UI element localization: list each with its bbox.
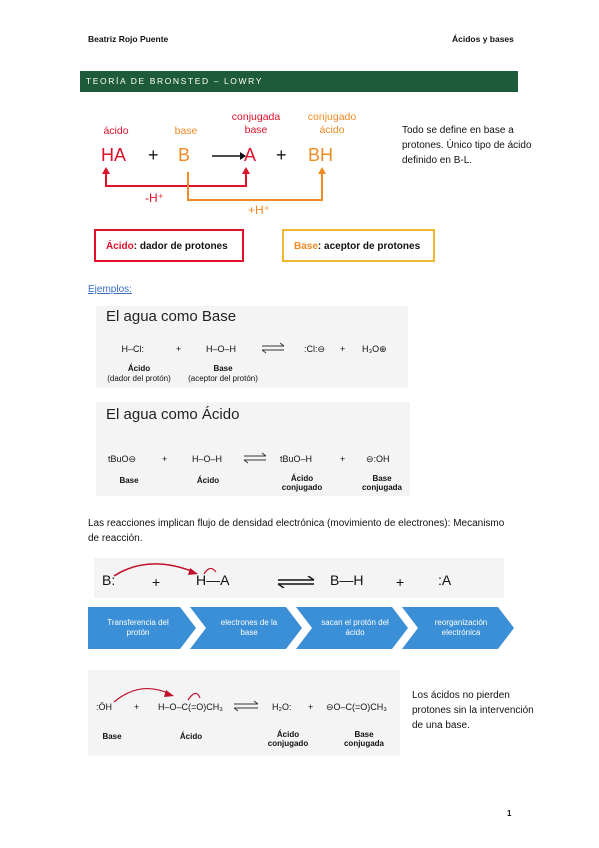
bottom-note: Los ácidos no pierden protones sin la in… (412, 690, 534, 731)
section-banner: TEORÍA DE BRONSTED – LOWRY (80, 71, 518, 92)
water-as-acid-panel: El agua como Ácido tBuO⊖ + H–O–H tBuO–H … (96, 402, 410, 496)
plus-proton: +H⁺ (248, 203, 271, 217)
species-b: B (178, 145, 191, 165)
base-definition-box: Base: aceptor de protones (282, 229, 435, 262)
proton-transfer-arrows (102, 167, 326, 201)
subject-title: Ácidos y bases (452, 34, 514, 44)
minus-proton: -H⁺ (145, 191, 164, 205)
label-base: Base (102, 732, 122, 741)
label-base: base (174, 125, 198, 137)
label-acid: Ácido (196, 476, 220, 485)
plus-sign: + (176, 344, 182, 354)
alkoxide-ion: tBuO⊖ (108, 454, 137, 464)
label-acid-sub: (dador del protón) (107, 374, 171, 383)
hydroxide-ion: ⊖:OH (366, 454, 390, 464)
species-a: A (244, 145, 257, 165)
base-species: B: (102, 572, 116, 588)
label-conjugate-base: Base conjugada (361, 474, 402, 492)
electron-flow-arrow-icon (113, 687, 201, 703)
plus-sign-2: + (340, 344, 346, 354)
label-base-sub: (aceptor del protón) (188, 374, 258, 383)
label-conjugate-acid: Ácido conjugado (281, 474, 323, 492)
acid-species: H—A (196, 572, 230, 588)
label-acid: ácido (103, 125, 129, 137)
step-chevron-2: electrones de la base (190, 607, 302, 649)
step-label-4: reorganización electrónica (434, 618, 488, 637)
water-acid-title: El agua como Ácido (106, 406, 240, 423)
label-conjugate-acid: conjugado ácido (307, 111, 357, 136)
label-acid: Ácido (127, 364, 151, 373)
plus-sign: + (162, 454, 168, 464)
acid-term: Ácido (106, 241, 134, 252)
water-as-base-panel: El agua como Base HH–Cl: + H–O–H :Cl:⊖ +… (96, 306, 408, 388)
chloride-ion: :Cl:⊖ (304, 344, 326, 354)
conjugate-base-species: :A (438, 572, 452, 588)
plus-sign-2: + (396, 574, 405, 590)
base-definition: : aceptor de protones (317, 241, 421, 252)
step-label-1: Transferencia del protón (107, 618, 169, 637)
plus-sign-2: + (340, 454, 346, 464)
label-acid: Ácido (179, 732, 203, 741)
hydronium-ion: H₃O⊕ (362, 344, 387, 354)
step-label-2: electrones de la base (220, 618, 278, 637)
acid-definition: : dador de protones (133, 241, 228, 252)
acetate-ion: ⊖O–C(=O)CH₃ (326, 702, 387, 712)
alcohol-molecule: tBuO–H (280, 454, 313, 464)
plus-sign: + (148, 145, 159, 165)
forward-arrow-icon (212, 152, 246, 160)
examples-link[interactable]: Ejemplos: (88, 284, 132, 295)
label-conjugate-acid: Ácido conjugado (267, 730, 309, 748)
species-ha: HA (101, 145, 127, 165)
label-conjugate-base: conjugada base (231, 111, 281, 136)
water-base-title: El agua como Base (106, 308, 237, 325)
base-term: Base (294, 241, 318, 252)
step-chevron-1: Transferencia del protón (88, 607, 196, 649)
step-chevron-3: sacan el protón del ácido (296, 607, 408, 649)
step-label-3: sacan el protón del ácido (321, 618, 389, 637)
species-bh: BH (308, 145, 334, 165)
mechanism-panel: B: + H—A B—H + :A (94, 558, 504, 598)
hcl-molecule: HH–Cl: (121, 344, 145, 354)
label-base: Base (213, 364, 233, 373)
side-note: Todo se define en base a protones. Único… (402, 125, 532, 166)
electron-flow-arrow-icon (113, 563, 217, 577)
step-chevron-4: reorganización electrónica (402, 607, 514, 649)
label-conjugate-base: Base conjugada (343, 730, 384, 748)
acetic-acid-panel: :ÖH + H–O–C(=O)CH₃ H₂O: + ⊖O–C(=O)CH₃ Ba… (88, 670, 400, 756)
page-number: 1 (507, 809, 512, 818)
hydroxide-ion: :ÖH (96, 702, 113, 712)
water-molecule: H–O–H (192, 454, 223, 464)
acid-definition-box: Ácido: dador de protones (94, 229, 244, 262)
equilibrium-arrow-icon (261, 342, 285, 354)
author-name: Beatriz Rojo Puente (88, 34, 169, 44)
plus-sign: + (134, 702, 140, 712)
equilibrium-arrow-icon (233, 700, 259, 712)
plus-sign-2: + (276, 145, 287, 165)
equilibrium-arrow-icon (243, 452, 267, 464)
label-base: Base (119, 476, 139, 485)
plus-sign-2: + (308, 702, 314, 712)
acetic-acid-molecule: H–O–C(=O)CH₃ (158, 702, 223, 712)
water-molecule: H₂O: (272, 702, 292, 712)
water-molecule: H–O–H (206, 344, 237, 354)
mechanism-description: Las reacciones implican flujo de densida… (88, 518, 505, 544)
conjugate-acid-species: B—H (330, 572, 364, 588)
plus-sign: + (152, 574, 161, 590)
equilibrium-arrow-icon (277, 576, 315, 588)
